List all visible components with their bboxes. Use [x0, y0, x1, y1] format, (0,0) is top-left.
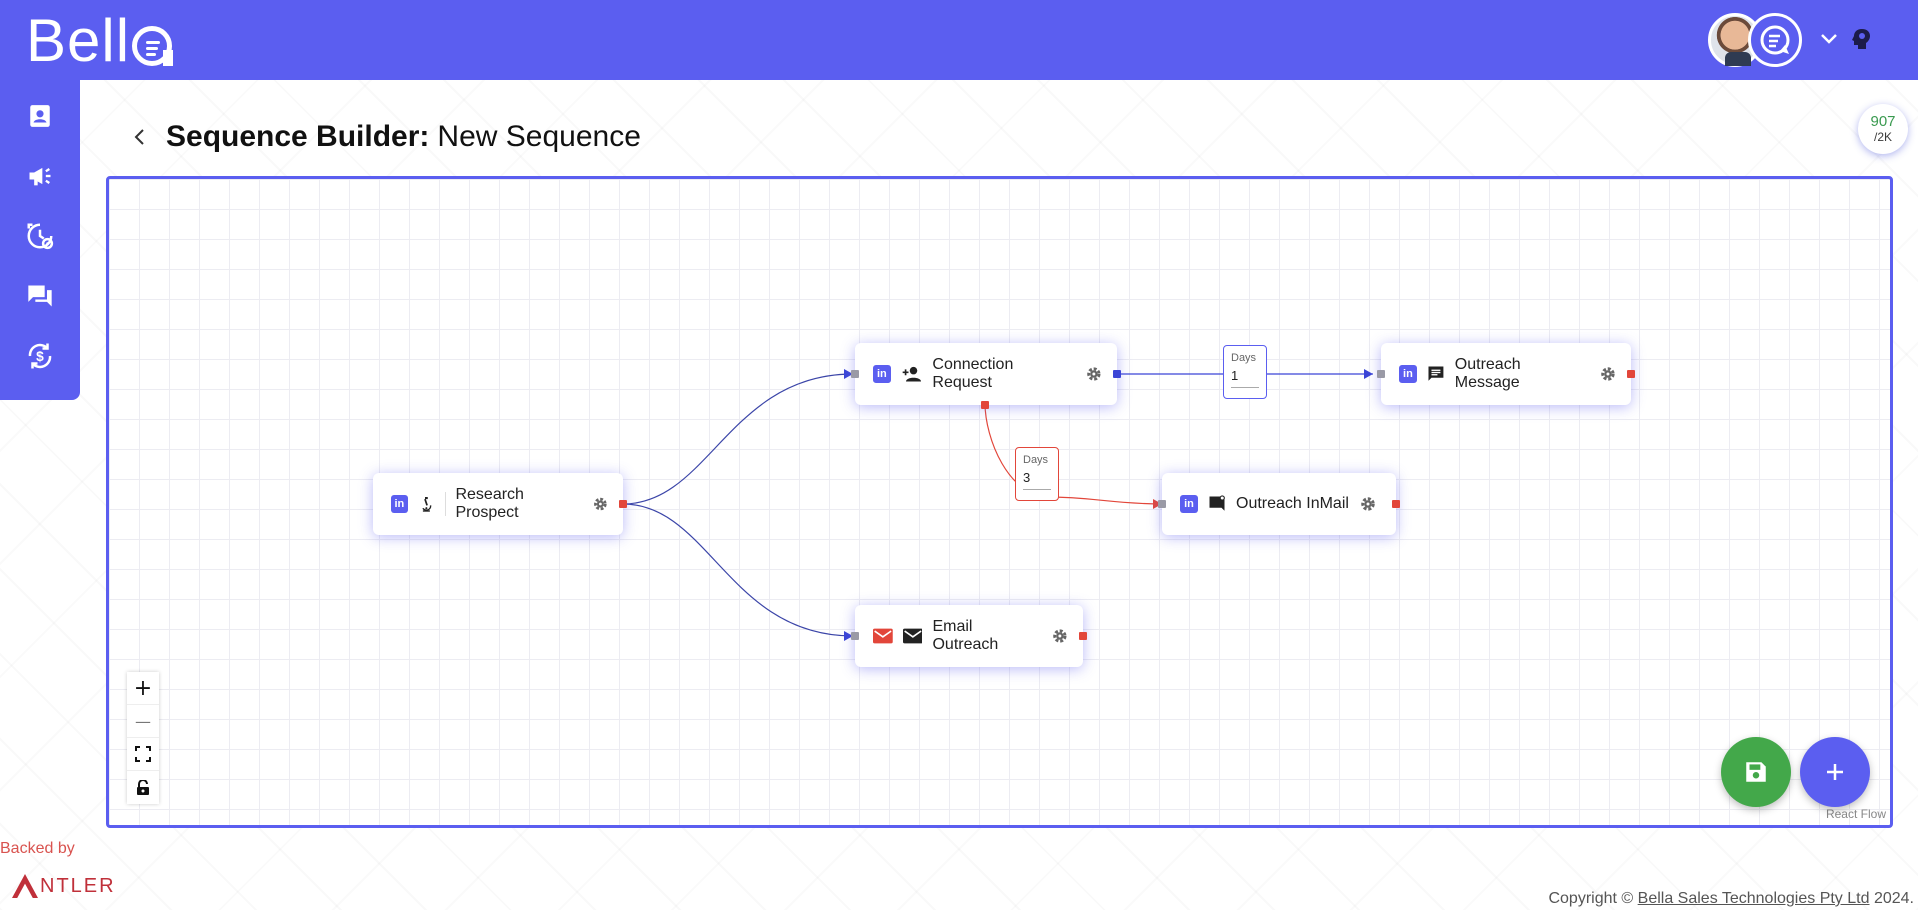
- contacts-icon: [30, 105, 50, 127]
- plus-icon: [1827, 764, 1843, 780]
- sidebar: $: [0, 80, 80, 400]
- logo-text: Bell: [26, 6, 131, 74]
- linkedin-icon: in: [1399, 365, 1417, 383]
- delay-label: Days: [1231, 352, 1257, 364]
- copyright-year: 2024.: [1873, 890, 1914, 907]
- gear-icon[interactable]: [1051, 627, 1069, 645]
- flow-controls: + —: [127, 672, 159, 804]
- copyright: Copyright © Bella Sales Technologies Pty…: [1548, 890, 1914, 908]
- chevron-left-icon: [134, 129, 144, 145]
- sidebar-item-history-settings[interactable]: [22, 218, 58, 254]
- source-handle-secondary[interactable]: [981, 401, 989, 409]
- node-email-outreach[interactable]: Email Outreach: [851, 605, 1087, 667]
- target-handle[interactable]: [851, 632, 859, 640]
- delay-box-days-3[interactable]: Days 3: [1015, 447, 1059, 501]
- node-label: Connection Request: [932, 356, 1014, 391]
- antler-mark-icon: [12, 874, 38, 898]
- lock-open-icon: [137, 779, 149, 795]
- target-handle[interactable]: [1158, 500, 1166, 508]
- company-link[interactable]: Bella Sales Technologies Pty Ltd: [1637, 890, 1870, 907]
- react-flow-attribution[interactable]: React Flow: [1825, 807, 1886, 821]
- edge-research-connection: [622, 373, 854, 505]
- delay-input[interactable]: 1: [1231, 368, 1259, 388]
- bella-logo[interactable]: Bell: [26, 6, 174, 74]
- node-connection-request[interactable]: in Connection Request: [851, 343, 1121, 409]
- backed-by-label: Backed by: [0, 840, 75, 857]
- gear-icon[interactable]: [1599, 365, 1617, 383]
- save-icon: [1746, 762, 1766, 782]
- page-title-prefix: Sequence Builder:: [166, 120, 430, 153]
- credits-total: /2K: [1873, 130, 1892, 144]
- history-settings-icon: [27, 223, 54, 250]
- person-add-icon: [902, 366, 921, 382]
- sidebar-item-contacts[interactable]: [22, 98, 58, 134]
- microscope-icon: [422, 497, 432, 512]
- brain-icon[interactable]: [1850, 27, 1874, 51]
- gmail-icon: [873, 628, 893, 644]
- fit-view-icon: [135, 746, 151, 762]
- antler-logo[interactable]: NTLER: [12, 874, 116, 898]
- credits-used: 907: [1870, 113, 1896, 130]
- gear-icon[interactable]: [1085, 365, 1103, 383]
- linkedin-icon: in: [1180, 495, 1198, 513]
- edge-research-email: [622, 503, 854, 637]
- back-button[interactable]: [128, 125, 152, 149]
- linkedin-icon: in: [391, 495, 408, 513]
- fit-view-button[interactable]: [127, 738, 159, 771]
- target-handle[interactable]: [1377, 370, 1385, 378]
- source-handle[interactable]: [1627, 370, 1635, 378]
- sidebar-item-campaigns[interactable]: [22, 158, 58, 194]
- currency-exchange-icon: $: [28, 343, 52, 369]
- page-header: Sequence Builder: New Sequence: [128, 120, 641, 154]
- edge-connection-inmail: [984, 402, 1158, 505]
- svg-text:$: $: [36, 349, 44, 364]
- delay-input[interactable]: 3: [1023, 470, 1051, 490]
- chat-icon: [1428, 366, 1444, 381]
- delay-box-days-1[interactable]: Days 1: [1223, 345, 1267, 399]
- copyright-prefix: Copyright ©: [1548, 890, 1634, 907]
- node-label: Outreach InMail: [1236, 495, 1349, 512]
- credits-counter[interactable]: 907 /2K: [1858, 104, 1908, 154]
- sequence-flow-canvas[interactable]: Days 1 Days 3 in Research Prospect in Co…: [106, 176, 1893, 828]
- node-label: Outreach Message: [1454, 356, 1521, 391]
- zoom-out-button[interactable]: —: [127, 705, 159, 738]
- bella-badge-icon: [1748, 13, 1802, 67]
- source-handle[interactable]: [1079, 632, 1087, 640]
- gear-icon[interactable]: [1359, 495, 1377, 513]
- logo-a-mark: [132, 26, 174, 66]
- mail-icon: [902, 628, 923, 644]
- campaign-icon: [29, 167, 51, 186]
- node-label: Research Prospect: [455, 486, 524, 521]
- add-step-button[interactable]: [1800, 737, 1870, 807]
- node-outreach-message[interactable]: in Outreach Message: [1377, 343, 1635, 405]
- zoom-in-button[interactable]: +: [127, 672, 159, 705]
- sidebar-item-billing[interactable]: $: [22, 338, 58, 374]
- mark-chat-icon: [1209, 495, 1225, 511]
- node-research-prospect[interactable]: in Research Prospect: [373, 473, 627, 535]
- save-sequence-button[interactable]: [1721, 737, 1791, 807]
- node-outreach-inmail[interactable]: in Outreach InMail: [1158, 473, 1400, 535]
- top-bar: Bell: [0, 0, 1918, 80]
- node-label: Email Outreach: [932, 618, 999, 653]
- delay-label: Days: [1023, 454, 1049, 466]
- user-avatar-group[interactable]: [1708, 13, 1808, 67]
- source-handle[interactable]: [1113, 370, 1121, 378]
- linkedin-icon: in: [873, 365, 891, 383]
- source-handle[interactable]: [619, 500, 627, 508]
- antler-text: NTLER: [40, 874, 116, 897]
- source-handle[interactable]: [1392, 500, 1400, 508]
- sidebar-item-conversations[interactable]: [22, 278, 58, 314]
- page-title: New Sequence: [437, 120, 641, 153]
- lock-button[interactable]: [127, 771, 159, 804]
- forum-icon: [28, 285, 52, 307]
- target-handle[interactable]: [851, 370, 859, 378]
- gear-icon[interactable]: [592, 495, 609, 513]
- chevron-down-icon[interactable]: [1820, 26, 1838, 51]
